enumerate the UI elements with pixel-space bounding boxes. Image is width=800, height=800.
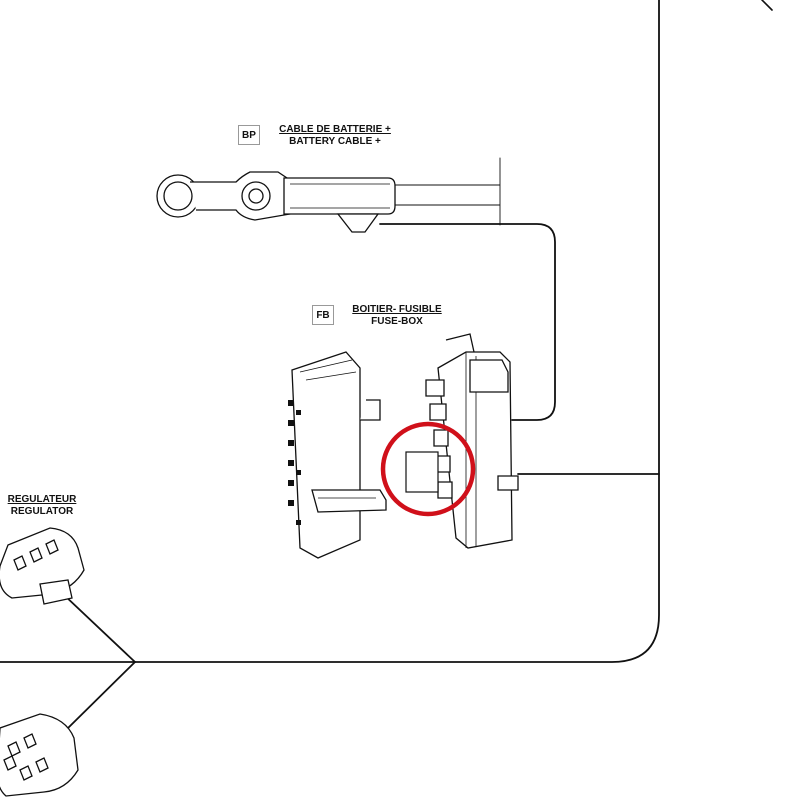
regulator-label-en: REGULATOR bbox=[10, 506, 74, 517]
regulator-branch-wire-upper bbox=[62, 593, 136, 663]
regulator-label-fr: REGULATEUR bbox=[7, 494, 77, 505]
fuse-box-code-tag: FB bbox=[312, 305, 334, 325]
regulator-connector-upper bbox=[0, 527, 85, 605]
battery-cable-label: CABLE DE BATTERIE + BATTERY CABLE + bbox=[270, 124, 400, 148]
battery-cable-code: BP bbox=[242, 129, 256, 141]
fuse-box-code: FB bbox=[316, 309, 330, 321]
battery-cable-code-tag: BP bbox=[238, 125, 260, 145]
highlight-circle bbox=[380, 421, 476, 517]
corner-arc bbox=[761, 0, 773, 11]
battery-cable-terminal bbox=[156, 171, 396, 233]
battery-cable-label-en: BATTERY CABLE + bbox=[289, 136, 381, 147]
harness-trunk-wire bbox=[134, 0, 660, 663]
battery-cable-tail bbox=[392, 157, 501, 226]
regulator-connector-lower bbox=[0, 713, 79, 797]
battery-cable-label-fr: CABLE DE BATTERIE + bbox=[279, 124, 391, 135]
fuse-box-body-right bbox=[425, 333, 519, 549]
fuse-box-connector-left bbox=[288, 351, 387, 559]
fuse-box-label: BOITIER- FUSIBLE FUSE-BOX bbox=[337, 304, 457, 328]
battery-to-fusebox-wire bbox=[379, 223, 556, 421]
fuse-plug bbox=[405, 451, 439, 493]
regulator-label: REGULATEUR REGULATOR bbox=[0, 494, 84, 518]
fuse-box-label-fr: BOITIER- FUSIBLE bbox=[352, 304, 442, 315]
regulator-branch-wire-lower bbox=[65, 661, 136, 731]
fuse-box-label-en: FUSE-BOX bbox=[371, 316, 423, 327]
